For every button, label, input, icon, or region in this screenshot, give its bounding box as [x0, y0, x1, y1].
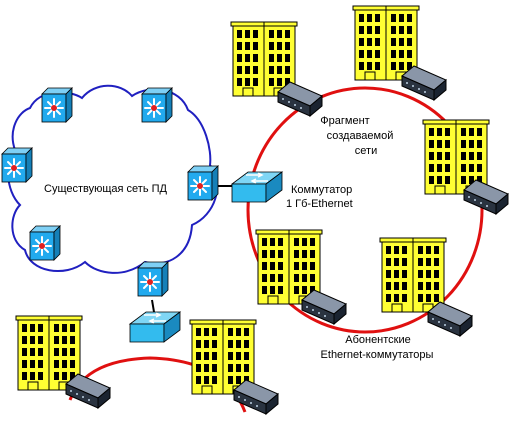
multilayer-switch-icon	[29, 225, 61, 261]
fragment-label-line2: создаваемой	[327, 130, 394, 142]
multilayer-switch-icon	[1, 147, 33, 183]
workgroup-switch-icon	[129, 311, 181, 343]
subscriber-label-line1: Абонентские	[345, 334, 411, 346]
ethernet-switch-icon	[65, 373, 111, 409]
fragment-label-line3: сети	[355, 145, 377, 157]
ethernet-switch-icon	[301, 289, 347, 325]
switch-label-line1: Коммутатор	[291, 184, 352, 196]
multilayer-switch-icon	[187, 165, 219, 201]
gigabit-switch-icon	[231, 171, 283, 203]
multilayer-switch-icon	[137, 261, 169, 297]
ethernet-switch-icon	[463, 179, 509, 215]
ethernet-switch-icon	[401, 65, 447, 101]
office-building-icon	[379, 237, 447, 313]
ethernet-switch-icon	[277, 81, 323, 117]
fiber-ring-main	[246, 86, 484, 334]
ethernet-switch-icon	[427, 301, 473, 337]
office-building-icon	[352, 5, 420, 81]
fragment-label-line1: Фрагмент	[320, 115, 369, 127]
existing-network-cloud	[7, 84, 219, 274]
multilayer-switch-icon	[141, 87, 173, 123]
subscriber-label-line2: Ethernet-коммутаторы	[321, 349, 434, 361]
existing-network-label: Существующая сеть ПД	[44, 183, 168, 195]
switch-label-line2: 1 Гб-Ethernet	[286, 198, 353, 210]
ethernet-switch-icon	[233, 379, 279, 415]
multilayer-switch-icon	[41, 87, 73, 123]
